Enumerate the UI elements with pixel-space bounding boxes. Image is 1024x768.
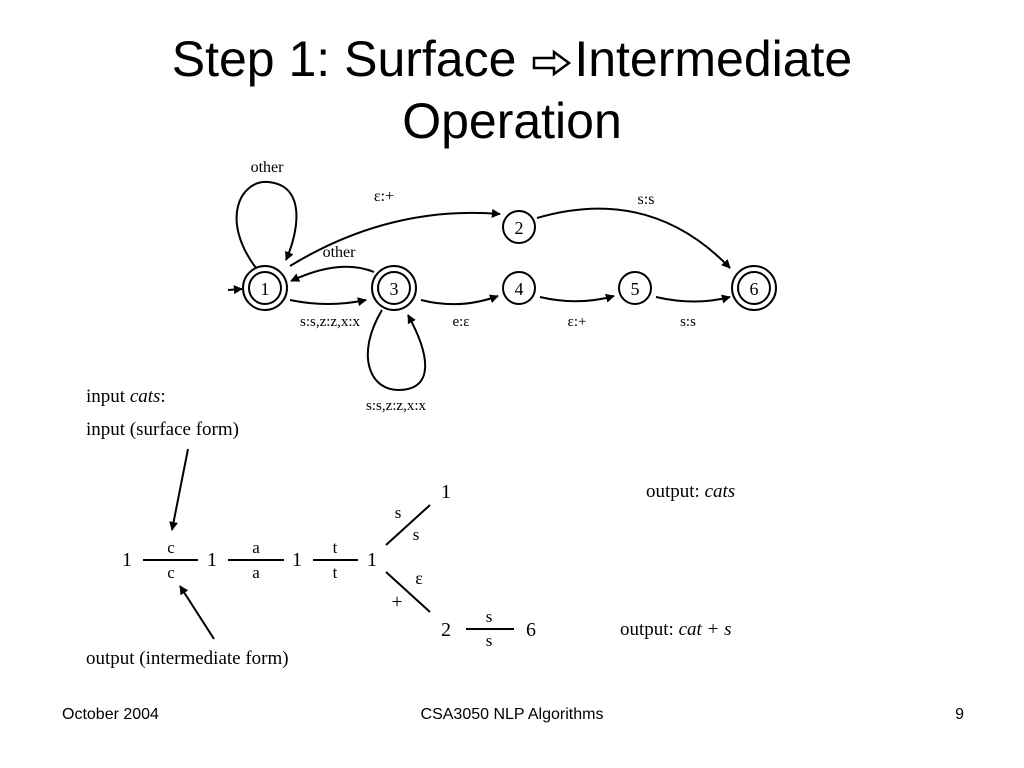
output1-word: cats <box>705 481 736 502</box>
trace-state: 1 <box>292 549 302 571</box>
pair-lower: s <box>486 631 493 650</box>
pair-upper: a <box>252 538 260 557</box>
footer-page-number: 9 <box>955 706 964 723</box>
edge-5-6-label: s:s <box>680 314 696 330</box>
trace-state: 6 <box>526 619 536 641</box>
trace-pair-s-upper-branch: s s <box>385 503 431 546</box>
edge-3-1 <box>290 265 375 282</box>
input-surface-label: input (surface form) <box>86 419 239 440</box>
input-label-suffix: : <box>160 386 165 407</box>
pair-upper: t <box>333 538 338 557</box>
state-3-label: 3 <box>390 279 399 299</box>
slide-title: Step 1: Surface Intermediate Operation <box>0 28 1024 152</box>
trace-state: 1 <box>367 549 377 571</box>
state-2: 2 <box>502 210 536 244</box>
start-arrow <box>227 285 243 295</box>
output-cat-plus-s: output: cat + s <box>620 619 732 640</box>
footer-course: CSA3050 NLP Algorithms <box>420 706 604 723</box>
pair-upper: c <box>167 538 175 557</box>
title-part1: Step 1: Surface <box>171 31 517 87</box>
fst-diagram: 1 2 3 4 5 6 other ε:+ s:s other s:s,z:z,… <box>86 159 777 669</box>
title-line2: Operation <box>402 93 622 149</box>
trace-state: 1 <box>441 481 451 503</box>
trace-state: 1 <box>122 549 132 571</box>
trace-state: 2 <box>441 619 451 641</box>
edge-5-6 <box>655 294 731 304</box>
input-label-prefix: input <box>86 386 130 407</box>
pointer-arrow-input <box>169 448 189 531</box>
edge-3-1-label: other <box>323 244 357 261</box>
edge-3-4 <box>420 294 499 306</box>
input-cats-label: input cats: <box>86 386 166 407</box>
state-6-label: 6 <box>750 279 759 299</box>
trace-pair-epsilon-plus: ε + <box>385 568 431 613</box>
pair-lower: c <box>167 563 175 582</box>
edge-4-5-label: ε:+ <box>568 314 587 330</box>
title-part2: Intermediate <box>574 31 853 87</box>
footer-date: October 2004 <box>62 706 159 723</box>
trace-pair-t: t t <box>313 538 358 582</box>
state-1-label: 1 <box>261 279 270 299</box>
edge-loop-1 <box>235 180 298 269</box>
pair-upper: ε <box>415 568 423 588</box>
output2-prefix: output: <box>620 619 679 640</box>
state-5-label: 5 <box>631 279 640 299</box>
state-6: 6 <box>731 265 777 311</box>
edge-loop-1-label: other <box>251 159 285 176</box>
edge-1-2-label: ε:+ <box>374 188 394 205</box>
trace-pair-s-lower-branch: s s <box>466 607 514 650</box>
edge-loop-3-label: s:s,z:z,x:x <box>366 398 426 414</box>
edge-1-3-label: s:s,z:z,x:x <box>300 314 360 330</box>
state-5: 5 <box>618 271 652 305</box>
input-word: cats <box>130 386 161 407</box>
edge-loop-3 <box>366 309 427 392</box>
pair-upper: s <box>395 503 402 522</box>
trace-pair-a: a a <box>228 538 284 582</box>
trace-pair-c: c c <box>143 538 198 582</box>
edge-1-2 <box>289 208 501 267</box>
pair-lower: t <box>333 563 338 582</box>
pair-lower: s <box>413 525 420 544</box>
output-intermediate-label: output (intermediate form) <box>86 648 289 669</box>
trace-state: 1 <box>207 549 217 571</box>
hollow-right-arrow-icon <box>533 49 572 77</box>
state-4-label: 4 <box>515 279 524 299</box>
edge-3-4-label: e:ε <box>452 314 469 330</box>
output1-prefix: output: <box>646 481 705 502</box>
state-1: 1 <box>242 265 288 311</box>
edge-4-5 <box>539 293 615 303</box>
output2-word: cat + s <box>679 619 732 640</box>
edge-2-6-label: s:s <box>638 191 655 208</box>
pair-lower: + <box>391 591 402 613</box>
state-4: 4 <box>502 271 536 305</box>
pair-upper: s <box>486 607 493 626</box>
state-2-label: 2 <box>515 218 524 238</box>
pair-lower: a <box>252 563 260 582</box>
edge-2-6 <box>536 207 731 269</box>
state-3: 3 <box>371 265 417 311</box>
output-cats: output: cats <box>646 481 735 502</box>
pointer-arrow-output <box>179 585 215 640</box>
edge-1-3 <box>289 297 367 307</box>
